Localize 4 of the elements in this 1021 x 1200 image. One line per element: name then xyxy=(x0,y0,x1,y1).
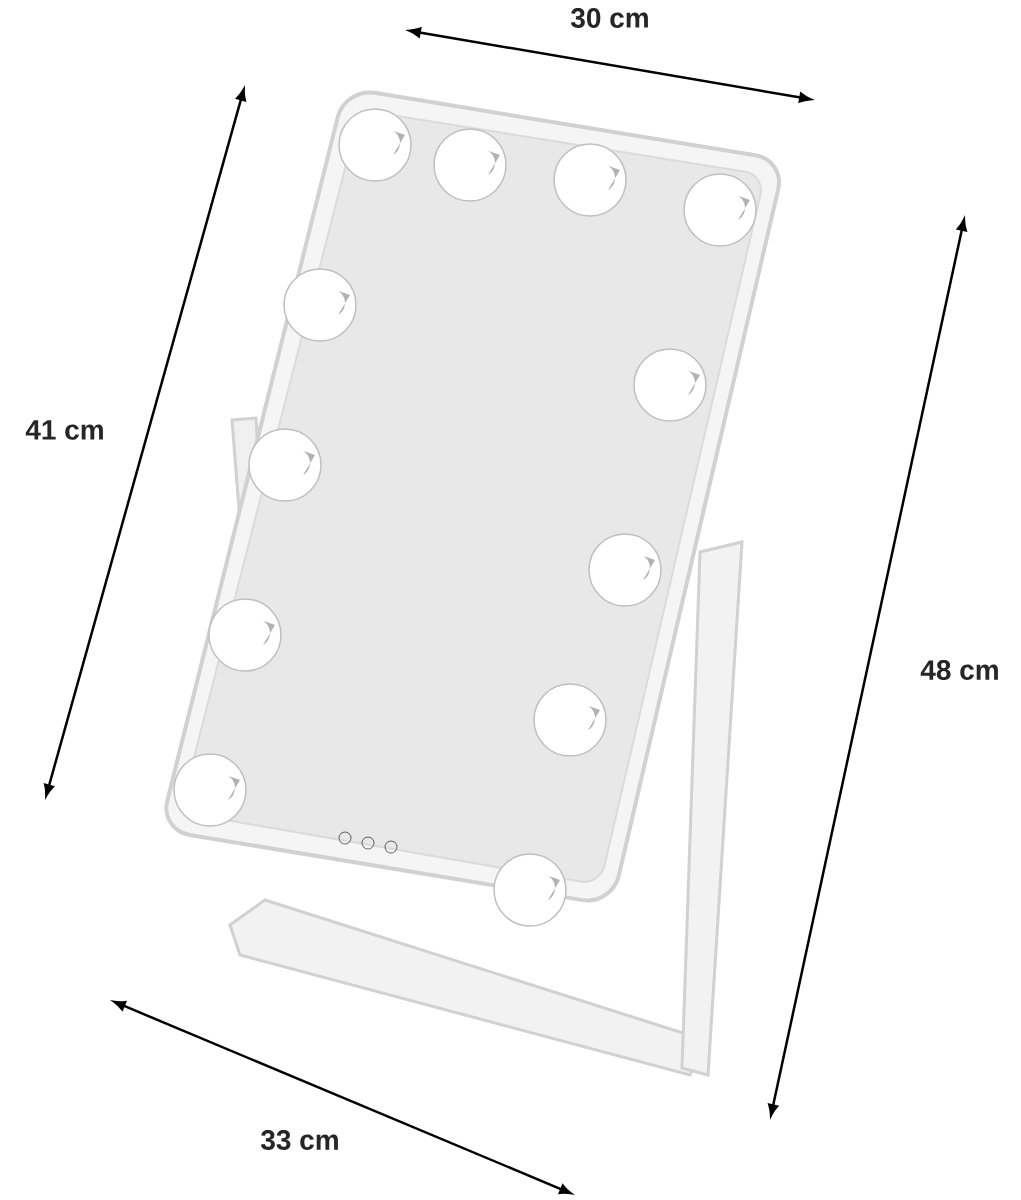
dimension-label: 41 cm xyxy=(25,420,103,440)
dimension-label: 33 cm xyxy=(260,1130,338,1150)
dimension-label: 48 cm xyxy=(920,660,998,680)
dimension-label: 30 cm xyxy=(570,8,648,28)
